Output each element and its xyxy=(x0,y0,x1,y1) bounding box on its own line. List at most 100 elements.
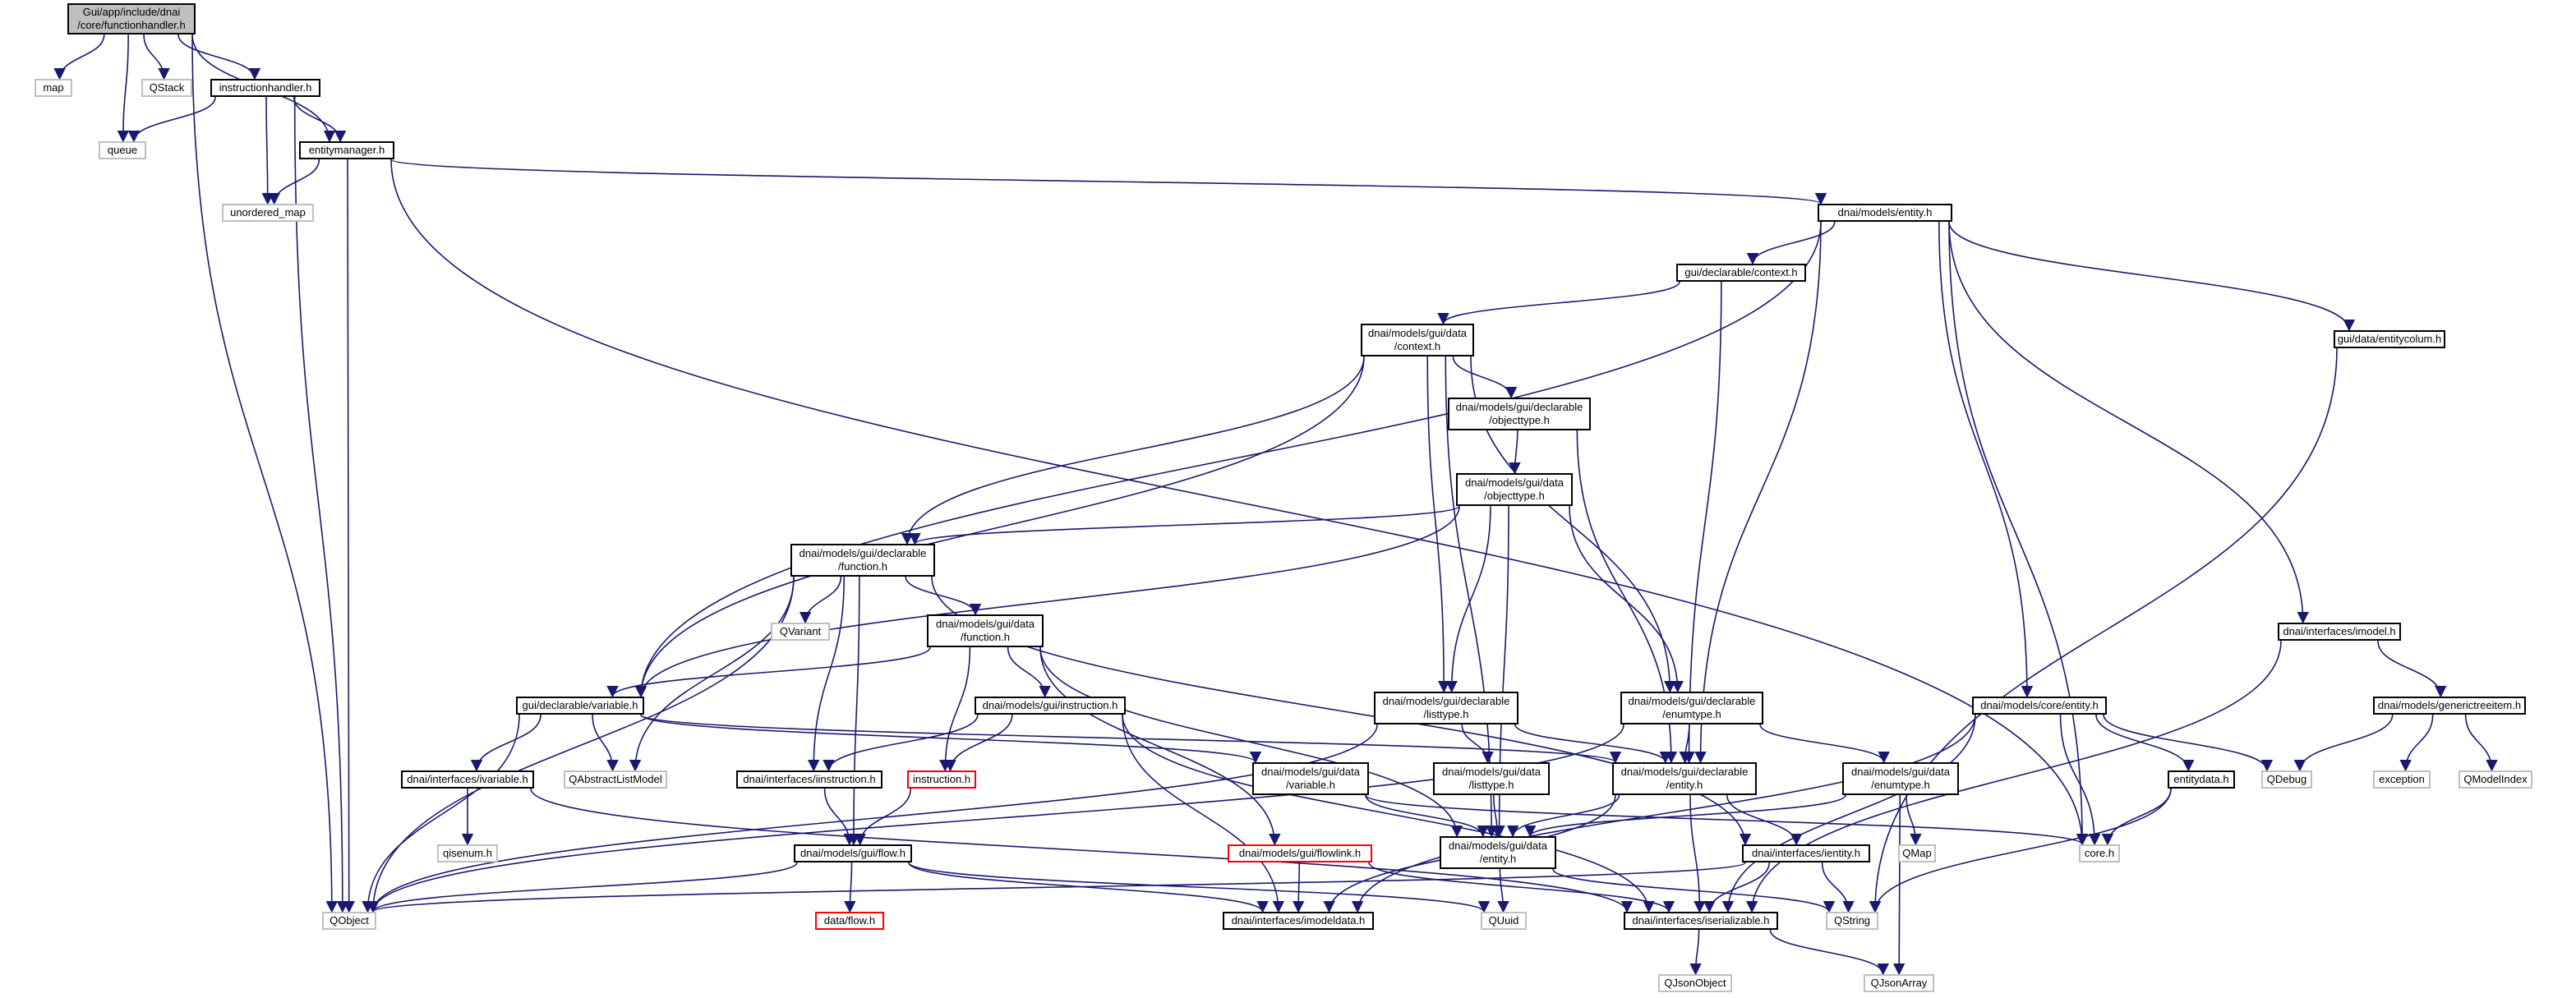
edge-decl-listtype-to-qobject xyxy=(366,724,1378,913)
edge-models-entity-to-gui-context xyxy=(1746,221,1836,265)
node-data-flow[interactable]: data/flow.h xyxy=(815,912,884,930)
edge-instructionhandler-to-qobject xyxy=(293,96,349,913)
node-declarable-variable[interactable]: gui/declarable/variable.h xyxy=(516,697,644,715)
node-declarable-entity[interactable]: dnai/models/gui/declarable /entity.h xyxy=(1612,762,1757,795)
edge-instructionhandler-to-queue xyxy=(127,96,216,143)
edge-iinstruction-to-flow-h xyxy=(823,788,855,846)
edge-entitymanager-to-models-entity xyxy=(390,159,1827,205)
node-imodeldata[interactable]: dnai/interfaces/imodeldata.h xyxy=(1223,912,1374,930)
node-gui-flow[interactable]: dnai/models/gui/flow.h xyxy=(794,844,912,862)
node-qmap[interactable]: QMap xyxy=(1898,844,1936,862)
edge-models-entity-to-decl-variable xyxy=(634,221,1822,698)
node-gui-instruction[interactable]: dnai/models/gui/instruction.h xyxy=(975,697,1126,715)
node-instruction-h[interactable]: instruction.h xyxy=(907,770,976,789)
node-unordered-map[interactable]: unordered_map xyxy=(222,204,314,222)
edge-data-enumtype-to-qmap xyxy=(1906,794,1922,846)
node-ivariable[interactable]: dnai/interfaces/ivariable.h xyxy=(401,770,534,789)
node-queue[interactable]: queue xyxy=(99,141,146,159)
node-qdebug[interactable]: QDebug xyxy=(2261,770,2312,789)
edge-gui-instruction-to-instruction-h xyxy=(944,714,1013,772)
edge-decl-enumtype-to-decl-entity xyxy=(1679,724,1691,764)
node-imodel[interactable]: dnai/interfaces/imodel.h xyxy=(2278,623,2401,641)
edge-decl-variable-to-data-variable xyxy=(640,714,1261,764)
node-iinstruction[interactable]: dnai/interfaces/iinstruction.h xyxy=(736,770,882,789)
node-exception[interactable]: exception xyxy=(2373,770,2431,789)
node-data-function[interactable]: dnai/models/gui/data /function.h xyxy=(927,614,1044,647)
node-gui-data-entitycolum[interactable]: gui/data/entitycolum.h xyxy=(2334,330,2445,348)
node-qobject[interactable]: QObject xyxy=(322,912,376,930)
edge-ientity-to-iserializable xyxy=(1703,862,1770,913)
edge-instruction-h-to-flow-h xyxy=(854,788,911,846)
edge-functionhandler-to-qobject xyxy=(191,34,338,913)
edge-gui-data-context-to-decl-objecttype xyxy=(1452,356,1518,399)
edge-ientity-to-qobject xyxy=(367,862,1746,913)
node-qstack[interactable]: QStack xyxy=(141,79,192,97)
edge-decl-variable-to-qabstractlistmodel xyxy=(592,714,619,772)
edge-flow-h-to-qobject xyxy=(367,862,798,913)
node-qisenum[interactable]: qisenum.h xyxy=(437,844,498,862)
edge-core-entity-to-core-h xyxy=(2059,714,2101,846)
edge-data-listtype-to-data-entity xyxy=(1491,794,1504,838)
node-declarable-function[interactable]: dnai/models/gui/declarable /function.h xyxy=(790,544,935,577)
node-data-enumtype[interactable]: dnai/models/gui/data /enumtype.h xyxy=(1842,762,1959,795)
edge-imodel-to-generictreeitem xyxy=(2377,640,2447,698)
edge-decl-objecttype-to-data-objecttype xyxy=(1509,430,1521,475)
node-instructionhandler[interactable]: instructionhandler.h xyxy=(210,79,320,97)
edge-decl-listtype-to-decl-entity xyxy=(1514,724,1671,764)
edge-gui-instruction-to-iserializable xyxy=(1122,714,1655,913)
edge-data-objecttype-to-decl-variable xyxy=(634,505,1460,698)
node-core-h[interactable]: core.h xyxy=(2079,844,2120,862)
node-data-entity[interactable]: dnai/models/gui/data /entity.h xyxy=(1440,836,1556,869)
edge-data-function-to-gui-instruction xyxy=(1007,646,1051,698)
node-data-listtype[interactable]: dnai/models/gui/data /listtype.h xyxy=(1433,762,1550,795)
node-gui-flowlink[interactable]: dnai/models/gui/flowlink.h xyxy=(1228,844,1372,862)
node-gui-declarable-context[interactable]: gui/declarable/context.h xyxy=(1676,264,1806,282)
edge-core-entity-to-imodeldata xyxy=(1352,714,1976,913)
edge-data-function-to-decl-variable xyxy=(606,646,931,698)
node-core-entity[interactable]: dnai/models/core/entity.h xyxy=(1972,697,2107,715)
node-models-entity[interactable]: dnai/models/entity.h xyxy=(1818,204,1952,222)
node-qmodelindex[interactable]: QModelIndex xyxy=(2458,770,2532,789)
edge-instructionhandler-to-entitymanager xyxy=(293,96,347,143)
edge-gui-context-to-gui-data-context xyxy=(1437,281,1680,325)
node-data-variable[interactable]: dnai/models/gui/data /variable.h xyxy=(1252,762,1369,795)
node-gui-data-context[interactable]: dnai/models/gui/data /context.h xyxy=(1361,324,1474,356)
node-declarable-listtype[interactable]: dnai/models/gui/declarable /listtype.h xyxy=(1374,692,1518,724)
edge-data-entity-to-quuid xyxy=(1497,868,1509,913)
edge-core-entity-to-qdebug xyxy=(2103,714,2274,772)
edge-decl-variable-to-ivariable xyxy=(470,714,541,772)
node-qjsonobject[interactable]: QJsonObject xyxy=(1658,974,1732,992)
edge-decl-function-to-flow-h xyxy=(847,576,860,846)
node-qvariant[interactable]: QVariant xyxy=(771,623,830,641)
node-declarable-objecttype[interactable]: dnai/models/gui/declarable /objecttype.h xyxy=(1448,398,1591,430)
edge-gui-context-to-decl-entity xyxy=(1683,281,1722,764)
edge-gui-instruction-to-iinstruction xyxy=(823,714,979,772)
edge-data-function-to-flowlink xyxy=(1039,646,1281,846)
node-qjsonarray[interactable]: QJsonArray xyxy=(1864,974,1934,992)
node-iserializable[interactable]: dnai/interfaces/iserializable.h xyxy=(1624,912,1778,930)
edge-core-entity-to-entitydata xyxy=(2095,714,2195,772)
node-entitydata[interactable]: entitydata.h xyxy=(2168,770,2235,789)
edge-decl-entity-to-iserializable xyxy=(1689,794,1706,913)
edge-gui-instruction-to-imodeldata xyxy=(1122,714,1285,913)
node-qabstractlistmodel[interactable]: QAbstractListModel xyxy=(564,770,667,789)
node-quuid[interactable]: QUuid xyxy=(1481,912,1527,930)
edge-decl-function-to-qobject xyxy=(366,576,795,913)
edge-gui-entitycolum-to-qstring xyxy=(1869,347,2338,913)
node-generictreeitem[interactable]: dnai/models/generictreeitem.h xyxy=(2373,697,2526,715)
node-map[interactable]: map xyxy=(35,79,72,97)
edge-instructionhandler-to-unordered-map xyxy=(261,96,274,205)
edge-decl-function-to-iinstruction xyxy=(808,576,846,772)
node-data-objecttype[interactable]: dnai/models/gui/data /objecttype.h xyxy=(1456,473,1573,506)
node-entitymanager[interactable]: entitymanager.h xyxy=(299,141,394,159)
edge-functionhandler-to-qstack xyxy=(143,34,170,80)
edge-data-variable-to-core-h xyxy=(1365,794,2088,846)
edge-decl-function-to-qabstractlistmodel xyxy=(629,576,795,772)
node-declarable-enumtype[interactable]: dnai/models/gui/declarable /enumtype.h xyxy=(1620,692,1763,724)
node-functionhandler[interactable]: Gui/app/include/dnai /core/functionhandl… xyxy=(67,3,196,34)
node-ientity[interactable]: dnai/interfaces/ientity.h xyxy=(1742,844,1870,862)
edge-models-entity-to-core-h xyxy=(1948,221,2089,846)
node-qstring[interactable]: QString xyxy=(1826,912,1878,930)
edge-models-entity-to-decl-entity xyxy=(1694,221,1822,764)
edge-decl-enumtype-to-data-enumtype xyxy=(1759,724,1890,764)
